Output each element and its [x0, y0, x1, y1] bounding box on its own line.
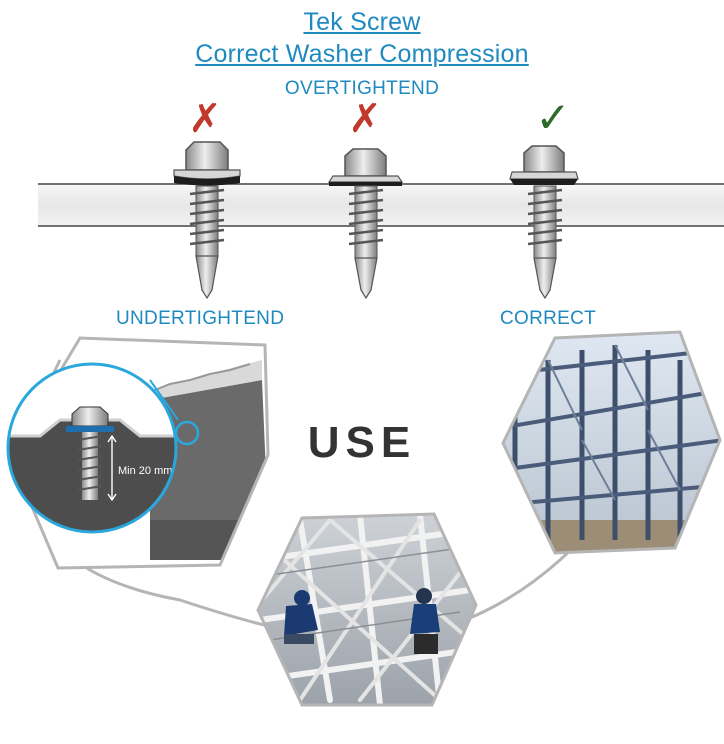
screw-undertightened	[173, 141, 241, 300]
hex-installation-detail: Min 20 mm	[6, 336, 270, 570]
title-line-2: Correct Washer Compression	[195, 40, 529, 68]
screw-correct	[509, 145, 579, 300]
title-line-1: Tek Screw	[303, 8, 421, 36]
hex-steel-frame	[501, 330, 722, 555]
worker-left	[284, 590, 318, 644]
wrong-mark-2: ✗	[348, 96, 382, 142]
min-depth-label: Min 20 mm	[118, 465, 172, 477]
use-heading: USE	[307, 418, 417, 467]
screw-overtightened	[327, 148, 404, 300]
worker-right	[410, 588, 440, 654]
label-undertightened: UNDERTIGHTEND	[116, 308, 285, 329]
wrong-mark-1: ✗	[188, 96, 222, 142]
check-mark: ✓	[535, 93, 570, 142]
label-correct: CORRECT	[500, 308, 597, 329]
label-overtightened: OVERTIGHTEND	[284, 78, 440, 99]
hex-space-frame-workers	[256, 512, 478, 707]
